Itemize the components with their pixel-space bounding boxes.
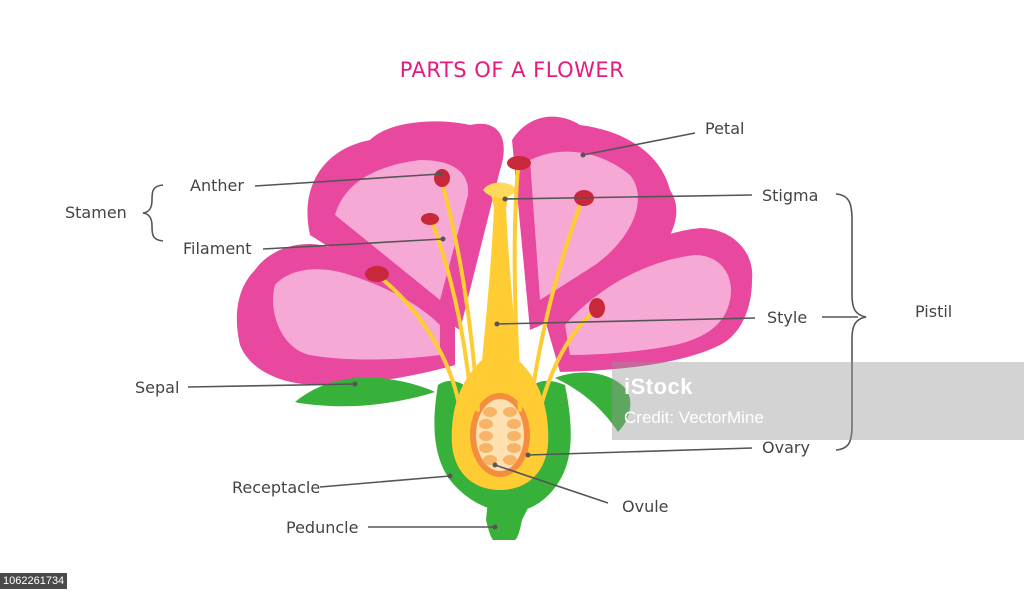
label-pistil: Pistil [915,302,953,321]
label-ovule: Ovule [622,497,669,516]
label-filament: Filament [183,239,252,258]
leader-dots [352,152,586,530]
petal-back-left-highlight [335,160,469,300]
watermark-credit: Credit: VectorMine [624,408,764,427]
label-ovary: Ovary [762,438,810,457]
ovary-inner [476,399,524,471]
stigma-shape [483,182,517,198]
label-sepal: Sepal [135,378,180,397]
petal-left-highlight [273,269,440,360]
label-anther: Anther [190,176,244,195]
peduncle-shape [486,500,532,540]
stamen-brace [142,184,164,242]
watermark-logo: iStock [624,374,694,399]
label-stigma: Stigma [762,186,819,205]
watermark-band [612,362,1024,440]
leader-lines [187,132,858,528]
pistil-brace [835,193,867,451]
label-peduncle: Peduncle [286,518,359,537]
ovules [479,407,521,465]
petal-right-highlight [565,255,731,355]
label-receptacle: Receptacle [232,478,321,497]
label-petal: Petal [705,119,745,138]
label-style: Style [767,308,808,327]
diagram-title: PARTS OF A FLOWER [399,58,625,82]
sepal-right [555,372,631,432]
label-stamen: Stamen [65,203,127,222]
petal-back-right-highlight [530,151,638,300]
stock-id: 1062261734 [0,573,68,589]
